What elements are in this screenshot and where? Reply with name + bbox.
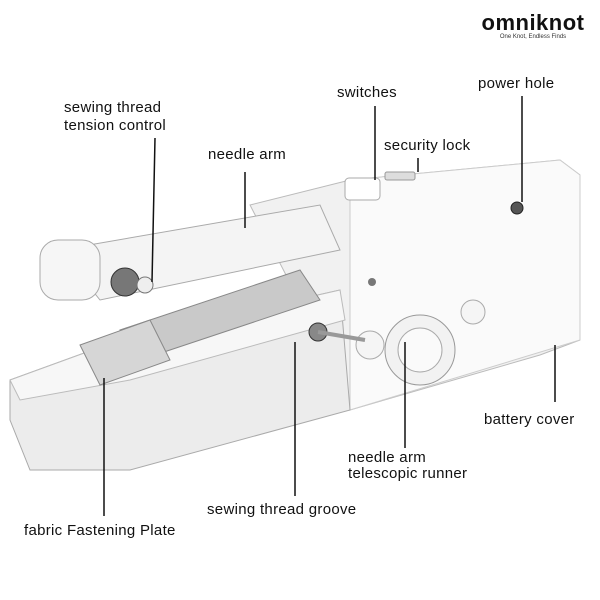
leader-lines	[103, 96, 556, 516]
logo-name: omniknot	[481, 10, 585, 35]
logo-tagline: One Knot, Endless Finds	[499, 34, 567, 40]
label-power-hole: power hole	[478, 75, 555, 92]
label-needle-arm: needle arm	[208, 146, 287, 163]
label-battery-cover: battery cover	[484, 411, 575, 428]
label-switches: switches	[337, 84, 397, 101]
brand-logo: omniknot One Knot, Endless Finds	[474, 10, 592, 40]
label-security-lock: security lock	[384, 137, 471, 154]
label-thread-groove: sewing thread groove	[207, 501, 357, 518]
label-runner-line1: needle arm	[348, 449, 427, 466]
label-tension-line1: sewing thread	[64, 99, 162, 116]
label-tension-line2: tension control	[64, 117, 167, 134]
label-fabric-plate: fabric Fastening Plate	[24, 522, 176, 539]
label-runner-line2: telescopic runner	[348, 465, 468, 482]
